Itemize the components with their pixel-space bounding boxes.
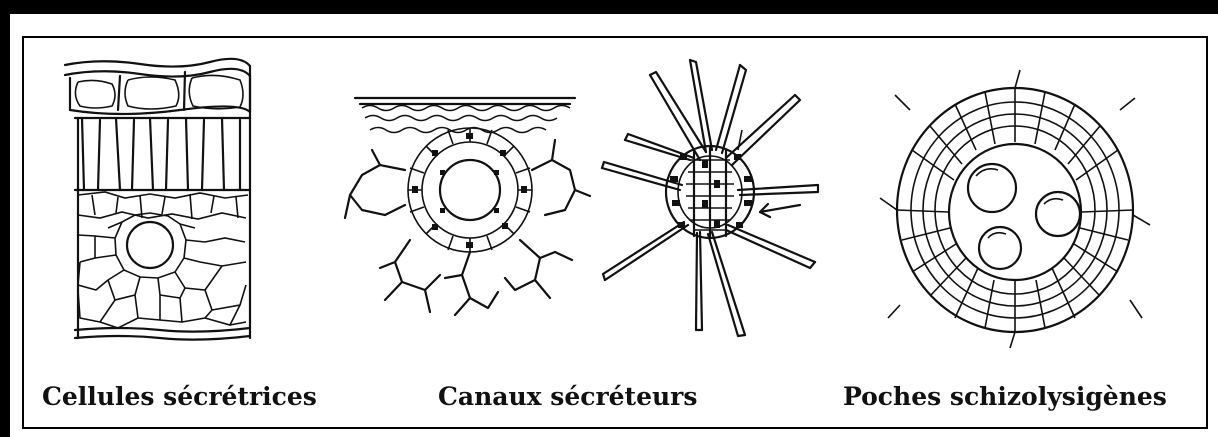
schizolysigenous-pocket-drawing [880, 70, 1150, 348]
caption-secretory-canals: Canaux sécréteurs [438, 382, 697, 411]
caption-secretory-cells: Cellules sécrétrices [42, 382, 317, 411]
secretory-hair-drawing [602, 60, 818, 336]
secretory-canal-drawing [345, 98, 590, 315]
caption-schizolysigenous-pockets: Poches schizolysigènes [843, 382, 1167, 411]
secretory-cells-drawing [65, 59, 250, 340]
